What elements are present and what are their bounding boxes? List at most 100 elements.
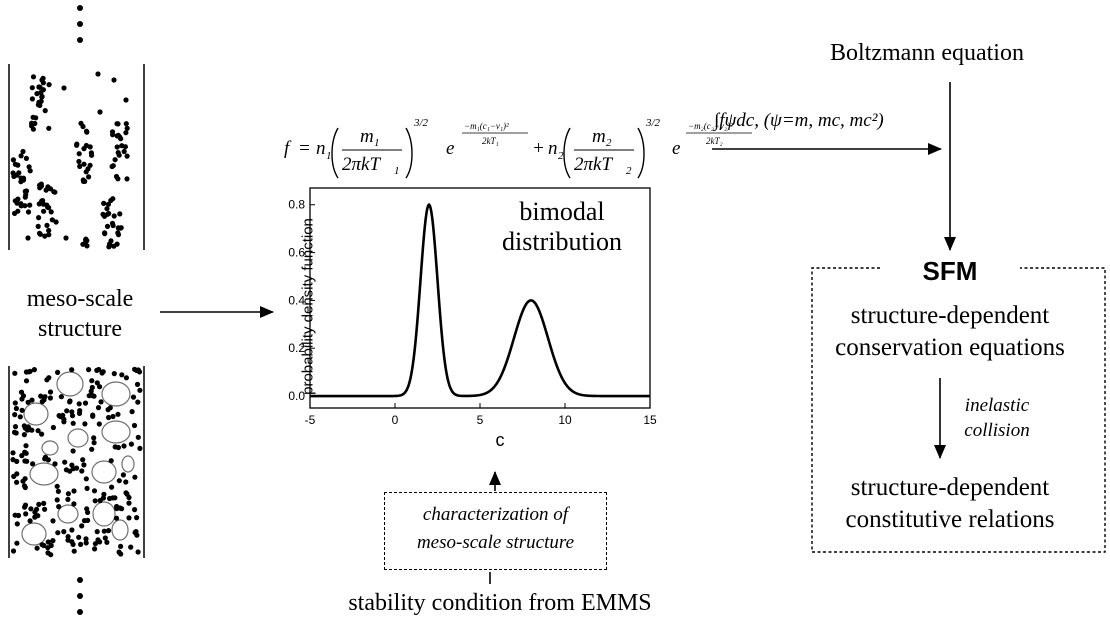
particle bbox=[110, 196, 116, 202]
particle bbox=[11, 429, 18, 435]
particle bbox=[27, 168, 33, 174]
formula-m1: m bbox=[360, 126, 374, 147]
particle bbox=[101, 200, 107, 206]
y-tick-label: 0.6 bbox=[288, 246, 305, 260]
particle bbox=[19, 453, 25, 459]
formula-f: f bbox=[284, 138, 292, 159]
y-tick-label: 0.4 bbox=[288, 293, 305, 307]
particle bbox=[112, 157, 118, 163]
particle bbox=[19, 396, 25, 402]
bimodal-maxwell-formula: f = n 1 m 1 2πkT 1 3/2 e −m₁(c₁−v₁)² 2kT… bbox=[284, 112, 752, 190]
particle bbox=[29, 85, 35, 91]
particle bbox=[39, 93, 45, 100]
formula-n2: n bbox=[548, 138, 558, 159]
particle bbox=[13, 405, 19, 412]
particle bbox=[97, 539, 103, 545]
particle bbox=[36, 84, 42, 90]
particle bbox=[23, 511, 29, 517]
particle bbox=[45, 539, 51, 545]
particle bbox=[54, 497, 60, 503]
particle bbox=[30, 461, 36, 467]
particle bbox=[108, 238, 114, 244]
particle bbox=[115, 121, 121, 127]
particle bbox=[111, 213, 117, 219]
particle bbox=[53, 219, 59, 225]
particle bbox=[14, 521, 20, 527]
formula-m2: m bbox=[592, 126, 606, 147]
particle bbox=[116, 549, 122, 555]
particle bbox=[98, 399, 104, 405]
particle bbox=[45, 550, 51, 556]
particle bbox=[88, 150, 94, 156]
particle bbox=[134, 515, 140, 521]
particle bbox=[104, 539, 110, 545]
particle bbox=[116, 152, 122, 158]
particle bbox=[114, 241, 120, 247]
particle bbox=[14, 540, 20, 546]
bottom-ellipsis-dots bbox=[77, 577, 83, 615]
x-tick-label: -5 bbox=[305, 413, 316, 427]
particle bbox=[121, 148, 127, 155]
particle bbox=[39, 431, 45, 437]
formula-svg: f = n 1 m 1 2πkT 1 3/2 e −m₁(c₁−v₁)² 2kT… bbox=[284, 117, 752, 179]
particle bbox=[91, 440, 97, 446]
particle bbox=[88, 388, 94, 394]
stability-condition-label: stability condition from EMMS bbox=[348, 590, 652, 616]
particle bbox=[20, 148, 26, 155]
y-ticks: 0.00.20.40.60.8 bbox=[288, 198, 315, 403]
x-axis-label: c bbox=[495, 430, 505, 450]
particle bbox=[111, 371, 117, 377]
particle bbox=[71, 488, 77, 494]
formula-m1-sub: 1 bbox=[374, 137, 380, 149]
particle bbox=[123, 121, 129, 127]
particle bbox=[118, 136, 124, 142]
constitutive-line1: structure-dependent bbox=[850, 474, 1050, 501]
particle bbox=[109, 484, 115, 490]
particle bbox=[76, 401, 82, 407]
particle bbox=[115, 444, 121, 451]
particle bbox=[74, 142, 80, 148]
particle bbox=[91, 435, 97, 441]
y-axis-label: probability density function bbox=[299, 218, 317, 395]
particle bbox=[87, 162, 93, 168]
particle bbox=[81, 146, 87, 152]
bubble bbox=[91, 460, 117, 484]
particle bbox=[48, 209, 54, 215]
particle bbox=[105, 528, 112, 534]
particle bbox=[46, 227, 52, 234]
particle bbox=[20, 478, 26, 484]
particle bbox=[21, 177, 27, 183]
x-tick-label: 5 bbox=[477, 413, 484, 427]
y-tick-label: 0.0 bbox=[288, 389, 305, 403]
particle bbox=[50, 424, 57, 431]
particle bbox=[10, 450, 16, 456]
particle bbox=[31, 367, 37, 373]
particle bbox=[12, 400, 18, 406]
particle bbox=[50, 538, 56, 544]
particle bbox=[15, 512, 22, 519]
particle bbox=[123, 97, 129, 103]
particle bbox=[95, 71, 101, 77]
particle bbox=[115, 232, 122, 238]
constitutive-line2: constitutive relations bbox=[845, 506, 1055, 533]
particle bbox=[14, 172, 20, 178]
particle bbox=[45, 545, 51, 551]
particle bbox=[10, 170, 16, 176]
paren-open-2 bbox=[563, 127, 571, 179]
particle bbox=[90, 413, 96, 419]
particle bbox=[29, 397, 35, 403]
particle bbox=[35, 223, 41, 229]
particle bbox=[38, 393, 44, 399]
particle bbox=[80, 241, 86, 247]
particle bbox=[25, 399, 31, 405]
particle bbox=[102, 230, 108, 236]
particle bbox=[58, 394, 64, 400]
particle bbox=[21, 432, 27, 438]
sfm-dashed-box bbox=[811, 267, 1106, 553]
moment-integral: ∫fψdc, (ψ=m, mc, mc²) bbox=[714, 110, 884, 131]
particle bbox=[55, 530, 61, 536]
particle bbox=[46, 375, 52, 381]
particle bbox=[135, 549, 141, 555]
particle bbox=[39, 198, 45, 204]
particle bbox=[32, 509, 38, 515]
